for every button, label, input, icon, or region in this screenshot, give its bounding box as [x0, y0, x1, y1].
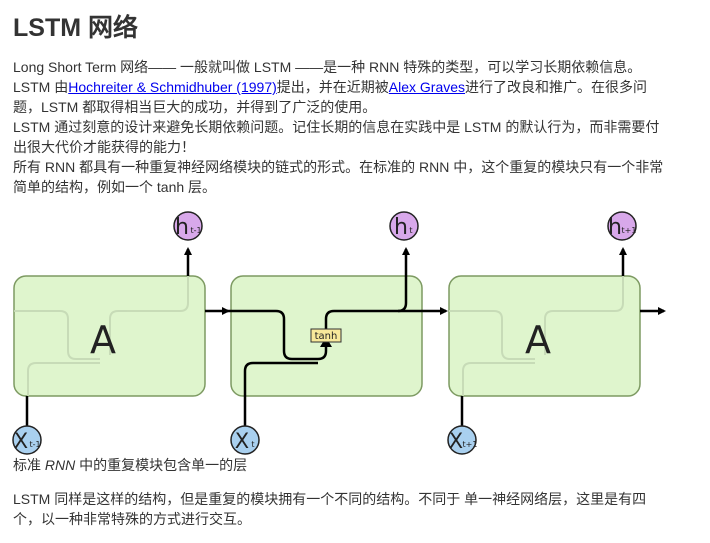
- rnn-chain-diagram: A tanh A h t-1 h t: [12, 211, 666, 455]
- output-node-h-t-1: h t-1: [173, 211, 203, 241]
- output-node-h-t: h t: [389, 211, 419, 241]
- hidden-path: [222, 309, 328, 361]
- intro-line: 所有 RNN 都具有一种重复神经网络模块的链式的形式。在标准的 RNN 中，这个…: [13, 159, 664, 175]
- alex-graves-link[interactable]: Alex Graves: [388, 79, 466, 95]
- svg-text:t: t: [409, 226, 412, 235]
- input-path: [243, 361, 318, 427]
- tanh-layer-box: [310, 328, 342, 343]
- tanh-layer-label: tanh: [315, 331, 338, 342]
- svg-text:t-1: t-1: [190, 226, 201, 235]
- rnn-module-2: tanh: [222, 247, 448, 427]
- svg-text:t-1: t-1: [29, 440, 40, 449]
- svg-text:t+1: t+1: [463, 440, 478, 449]
- svg-text:X: X: [14, 429, 28, 453]
- module-label: A: [525, 318, 551, 362]
- svg-text:t: t: [251, 440, 254, 449]
- intro-line: 简单的结构，例如一个 tanh 层。: [13, 179, 217, 195]
- intro-line: 题，LSTM 都取得相当巨大的成功，并得到了广泛的使用。: [13, 99, 377, 115]
- module-label: A: [90, 318, 116, 362]
- rnn-module-3: A: [448, 247, 666, 427]
- caption-emphasis: RNN: [44, 457, 76, 473]
- intro-line: 出很大代价才能获得的能力！: [13, 139, 195, 155]
- rnn-module-1: A: [13, 247, 230, 427]
- intro-line: LSTM 由Hochreiter & Schmidhuber (1997)提出，…: [13, 77, 703, 97]
- svg-text:h: h: [175, 215, 189, 240]
- intro-paragraph: Long Short Term 网络—— 一般就叫做 LSTM ——是一种 RN…: [13, 57, 703, 197]
- page-title: LSTM 网络: [13, 14, 138, 42]
- input-node-x-t-1: X t-1: [12, 425, 42, 455]
- svg-text:h: h: [608, 215, 622, 240]
- output-path: [324, 247, 410, 330]
- hochreiter-link[interactable]: Hochreiter & Schmidhuber (1997): [68, 79, 277, 95]
- output-node-h-t+1: h t+1: [607, 211, 637, 241]
- intro-text: 提出，并在近期被: [276, 79, 389, 95]
- input-node-x-t+1: X t+1: [447, 425, 478, 455]
- input-node-x-t: X t: [230, 425, 260, 455]
- svg-text:X: X: [449, 429, 463, 453]
- outro-line: 个，以一种非常特殊的方式进行交互。: [13, 511, 251, 527]
- intro-text: LSTM 由: [13, 79, 69, 95]
- svg-text:t+1: t+1: [622, 226, 637, 235]
- caption-text: 标准: [13, 457, 45, 473]
- figure-caption: 标准 RNN 中的重复模块包含单一的层: [13, 455, 247, 475]
- intro-text: 进行了改良和推广。在很多问: [465, 79, 648, 95]
- outro-paragraph: LSTM 同样是这样的结构，但是重复的模块拥有一个不同的结构。不同于 单一神经网…: [13, 489, 703, 529]
- caption-text: 中的重复模块包含单一的层: [75, 457, 248, 473]
- intro-line: LSTM 通过刻意的设计来避免长期依赖问题。记住长期的信息在实践中是 LSTM …: [13, 119, 660, 135]
- outro-line: LSTM 同样是这样的结构，但是重复的模块拥有一个不同的结构。不同于 单一神经网…: [13, 491, 647, 507]
- svg-text:X: X: [235, 429, 249, 453]
- svg-text:h: h: [394, 215, 408, 240]
- intro-line: Long Short Term 网络—— 一般就叫做 LSTM ——是一种 RN…: [13, 59, 642, 75]
